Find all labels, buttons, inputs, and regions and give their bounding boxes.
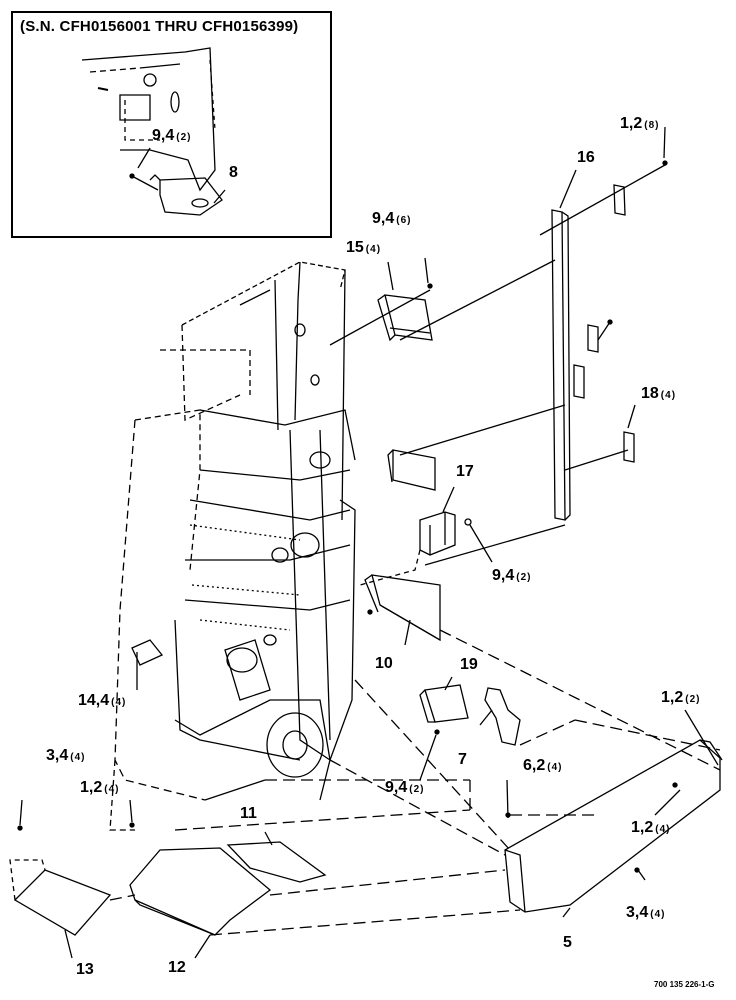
- callout-1-2-top: 1,2(8): [620, 115, 660, 132]
- callout-1-2-right: 1,2(2): [661, 689, 701, 706]
- callout-18: 18(4): [641, 385, 677, 402]
- callout-7: 7: [458, 751, 467, 768]
- callout-1-2-left: 1,2(4): [80, 779, 120, 796]
- inset-detail-frame: [11, 11, 332, 238]
- callout-1-2-low: 1,2(4): [631, 819, 671, 836]
- callout-16: 16: [577, 149, 595, 166]
- callout-17: 17: [456, 463, 474, 480]
- callout-10: 10: [375, 655, 393, 672]
- callout-19: 19: [460, 656, 478, 673]
- main-frame: [109, 261, 356, 831]
- inset-drawing: [81, 47, 226, 216]
- callout-11: 11: [240, 805, 257, 822]
- callout-9-4-top: 9,4(6): [372, 210, 412, 227]
- upper-parts: [329, 126, 668, 646]
- callout-12: 12: [168, 959, 186, 976]
- callout-inset-9-4: 9,4(2): [152, 127, 192, 144]
- callout-9-4-low: 9,4(2): [385, 779, 425, 796]
- callout-15: 15(4): [346, 239, 382, 256]
- lower-parts: [9, 676, 723, 959]
- drawing-code: 700 135 226-1-G: [654, 980, 715, 989]
- inset-title: (S.N. CFH0156001 THRU CFH0156399): [20, 18, 299, 35]
- callout-13: 13: [76, 961, 94, 978]
- callout-5: 5: [563, 934, 572, 951]
- callout-3-4-right: 3,4(4): [626, 904, 666, 921]
- callout-9-4-mid: 9,4(2): [492, 567, 532, 584]
- assembly-lines: [109, 629, 721, 936]
- callout-3-4-left: 3,4(4): [46, 747, 86, 764]
- callout-14-4: 14,4(4): [78, 692, 127, 709]
- callout-6-2: 6,2(4): [523, 757, 563, 774]
- callout-inset-8: 8: [229, 164, 238, 181]
